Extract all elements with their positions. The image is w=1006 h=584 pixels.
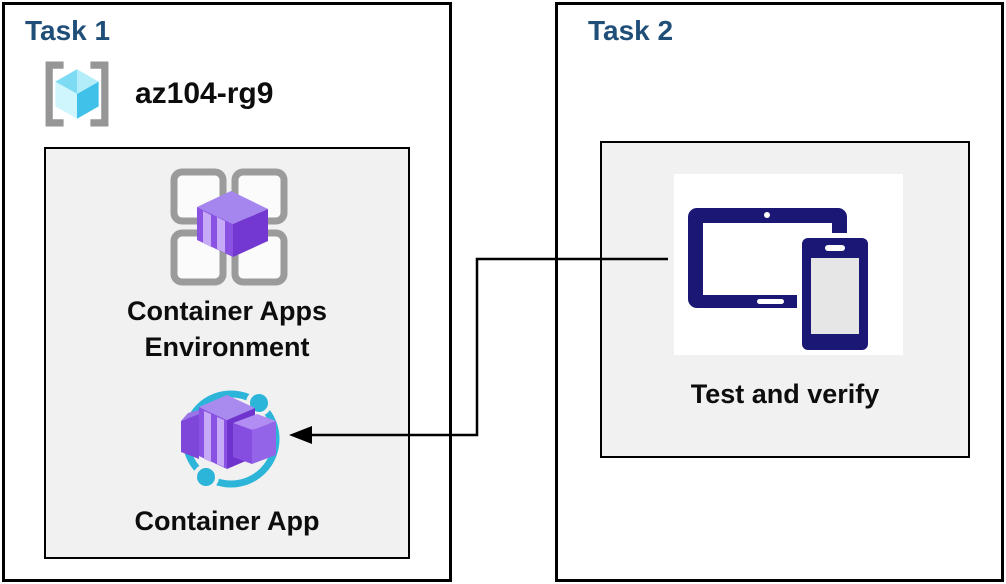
container-apps-environment-label: Container Apps Environment bbox=[126, 296, 327, 362]
task2-title: Task 2 bbox=[588, 15, 674, 46]
task1-inner-box: Container Apps Environment C bbox=[44, 147, 410, 559]
container-app-icon bbox=[181, 390, 280, 490]
task1-box: Task 1 az104-rg9 Contai bbox=[2, 2, 452, 582]
container-apps-environment-icon bbox=[170, 168, 288, 286]
task2-box: Task 2 Test and verify bbox=[555, 2, 1004, 582]
task2-inner-box: Test and verify bbox=[600, 141, 970, 458]
task1-title: Task 1 bbox=[25, 15, 111, 46]
resource-group-name: az104-rg9 bbox=[135, 77, 274, 110]
devices-icon bbox=[688, 208, 873, 355]
test-and-verify-label: Test and verify bbox=[690, 379, 880, 409]
container-app-label: Container App bbox=[134, 506, 320, 536]
resource-group-icon bbox=[45, 61, 109, 127]
devices-icon-background bbox=[674, 174, 903, 355]
